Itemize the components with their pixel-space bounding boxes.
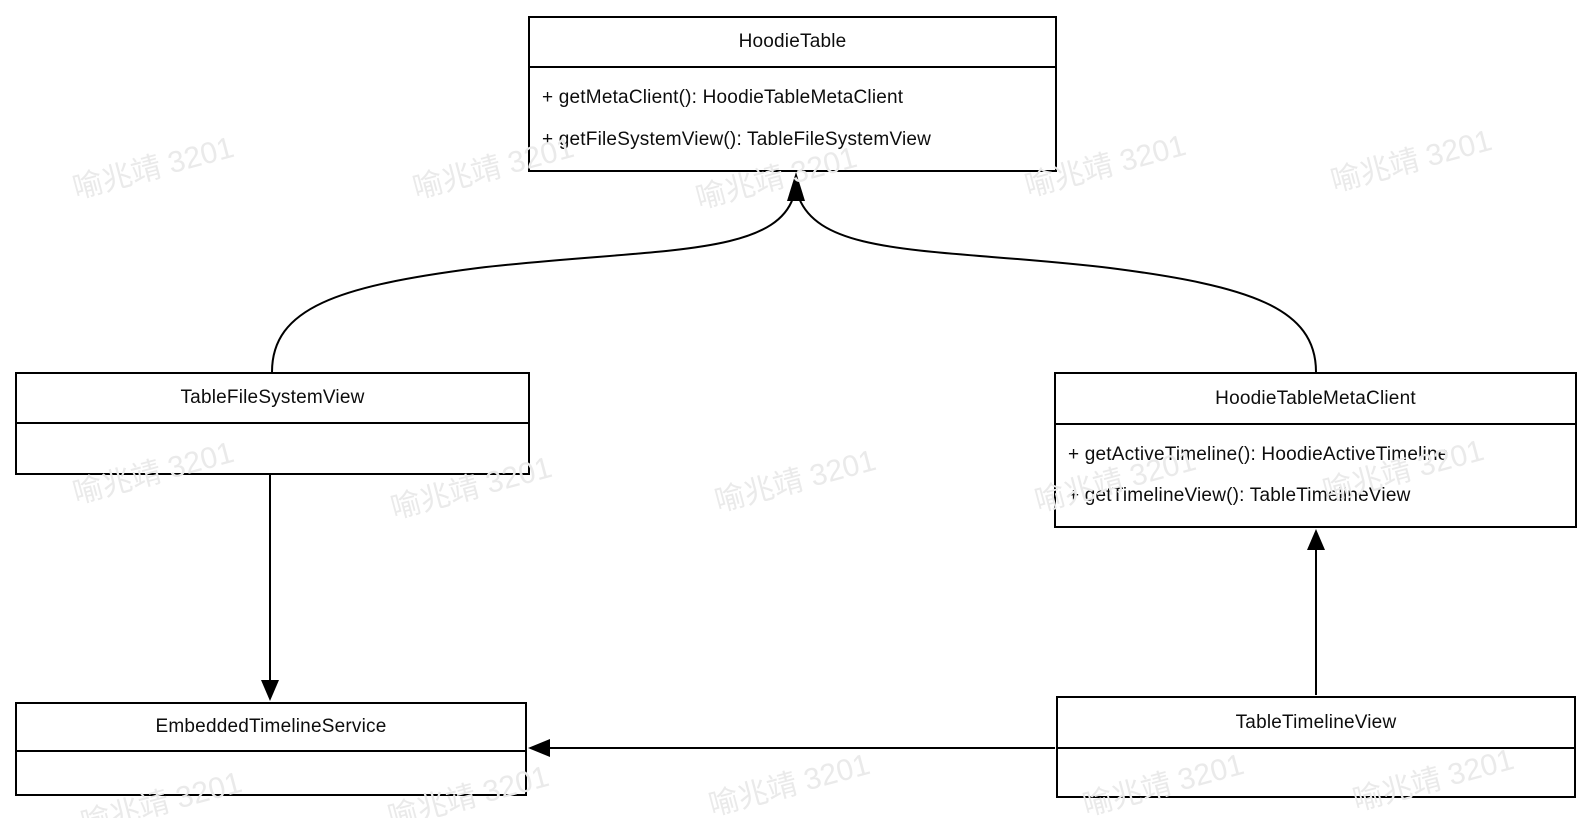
arrowhead-left-into-embedded-timeline-service	[528, 739, 550, 757]
method-get-file-system-view: + getFileSystemView(): TableFileSystemVi…	[542, 128, 932, 150]
watermark-text: 喻兆靖 3201	[705, 748, 874, 818]
arrow-table-file-system-view-to-hoodie-table	[271, 197, 794, 373]
watermark-text: 喻兆靖 3201	[69, 131, 238, 206]
method-get-meta-client: + getMetaClient(): HoodieTableMetaClient	[542, 87, 904, 109]
class-title-table-file-system-view: TableFileSystemView	[17, 374, 528, 424]
class-box-table-timeline-view: TableTimelineView	[1056, 696, 1576, 798]
watermark-text: 喻兆靖 3201	[711, 444, 880, 519]
method-get-timeline-view: + getTimelineView(): TableTimelineView	[1068, 485, 1411, 506]
arrow-hoodie-table-meta-client-to-hoodie-table	[798, 197, 1317, 373]
class-box-embedded-timeline-service: EmbeddedTimelineService	[15, 702, 527, 796]
class-box-hoodie-table-meta-client: HoodieTableMetaClient + getActiveTimelin…	[1054, 372, 1577, 528]
class-methods-hoodie-table-meta-client: + getActiveTimeline(): HoodieActiveTimel…	[1056, 425, 1575, 526]
arrowhead-up-into-hoodie-table	[787, 172, 805, 201]
class-empty-section	[1058, 749, 1574, 796]
class-empty-section	[17, 752, 525, 794]
class-title-embedded-timeline-service: EmbeddedTimelineService	[17, 704, 525, 752]
arrowhead-down-into-embedded-timeline-service	[261, 680, 279, 701]
class-box-table-file-system-view: TableFileSystemView	[15, 372, 530, 475]
class-empty-section	[17, 424, 528, 473]
class-box-hoodie-table: HoodieTable + getMetaClient(): HoodieTab…	[528, 16, 1057, 172]
class-title-table-timeline-view: TableTimelineView	[1058, 698, 1574, 749]
arrowhead-up-into-hoodie-table-meta-client	[1307, 529, 1325, 550]
class-title-hoodie-table: HoodieTable	[530, 18, 1055, 68]
class-methods-hoodie-table: + getMetaClient(): HoodieTableMetaClient…	[530, 68, 1055, 170]
class-title-hoodie-table-meta-client: HoodieTableMetaClient	[1056, 374, 1575, 425]
watermark-text: 喻兆靖 3201	[1327, 124, 1496, 199]
method-get-active-timeline: + getActiveTimeline(): HoodieActiveTimel…	[1068, 444, 1449, 465]
